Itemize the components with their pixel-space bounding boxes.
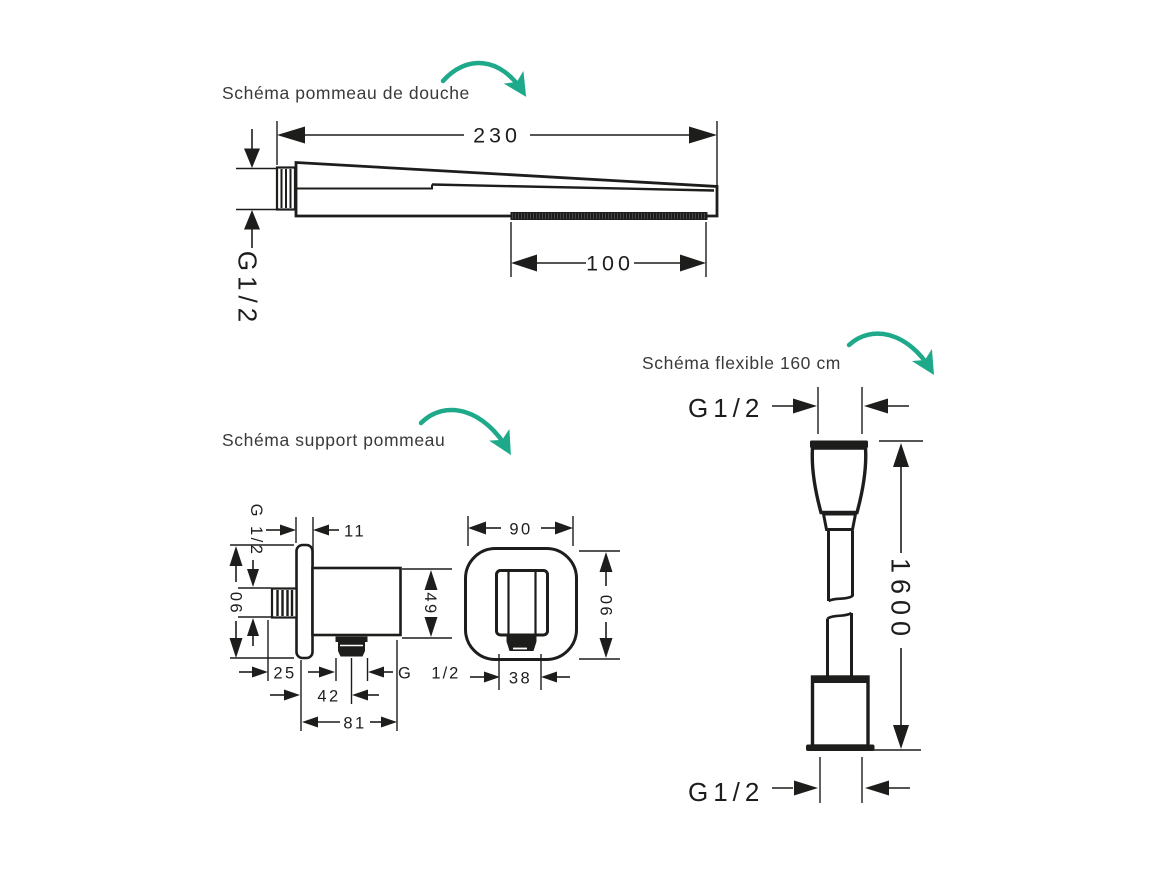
holder-title: Schéma support pommeau — [222, 430, 445, 450]
holder-side-view — [270, 543, 402, 704]
dim-100: 100 — [510, 222, 707, 277]
dim-38: 38 — [470, 654, 570, 690]
hose-tube-lower — [826, 611, 853, 677]
dim-hose-thread-top: G1/2 — [688, 387, 909, 434]
head-inner-edge — [431, 183, 715, 192]
dim-81: 81 — [302, 715, 397, 733]
dim-90-left-label: 90 — [228, 589, 246, 612]
hose-break-edge — [827, 594, 854, 603]
handle-parting-line — [296, 184, 433, 190]
inlet-thread-hatching — [276, 590, 294, 616]
dim-42: 42 — [270, 688, 379, 706]
section-shower-head: Schéma pommeau de douche 230 — [222, 60, 719, 327]
dim-11-label: 11 — [344, 523, 366, 541]
hose-title: Schéma flexible 160 cm — [642, 353, 841, 373]
dim-1600-label: 1600 — [886, 558, 916, 642]
holder-bracket — [495, 569, 549, 637]
hose-thread-bottom-label: G1/2 — [688, 777, 764, 807]
holder-thread-out-label: G 1/2 — [398, 665, 460, 683]
hose-thread-top-label: G1/2 — [688, 393, 764, 423]
dim-81-label: 81 — [343, 715, 366, 733]
dim-90-width-label: 90 — [509, 521, 532, 539]
section-holder: Schéma support pommeau 11 G 1/2 — [222, 407, 620, 733]
dim-25: 25 — [239, 665, 296, 683]
hose-drawing — [806, 440, 875, 751]
holder-body — [311, 566, 402, 637]
dim-100-label: 100 — [586, 252, 634, 276]
shower-head-title: Schéma pommeau de douche — [222, 83, 470, 103]
holder-thread-wall-label: G 1/2 — [247, 504, 265, 557]
holder-front-view — [464, 547, 578, 661]
dim-49-label: 49 — [421, 592, 439, 615]
dim-outlet-thread: G 1/2 — [308, 665, 460, 683]
dim-hose-thread-bottom: G1/2 — [688, 757, 910, 807]
curved-arrow-icon — [418, 407, 511, 456]
dim-38-label: 38 — [509, 670, 532, 688]
dim-90-side: 90 — [228, 544, 294, 659]
shower-head-profile — [275, 161, 719, 220]
hose-conical-nut — [810, 446, 868, 515]
dim-holder-wall-thread: G 1/2 — [238, 504, 271, 646]
thread-hatching — [280, 169, 292, 208]
dim-bottom-group: 25 G 1/2 42 81 — [239, 620, 460, 733]
dim-49: 49 — [402, 568, 452, 639]
curved-arrow-icon — [846, 331, 935, 376]
dim-25-label: 25 — [273, 665, 296, 683]
outlet-thread — [335, 636, 368, 657]
dim-1600: 1600 — [873, 440, 923, 751]
section-hose: Schéma flexible 160 cm G1/2 — [642, 331, 935, 807]
bracket-channel-lines — [507, 572, 537, 635]
head-thread-g12-label: G1/2 — [232, 251, 262, 327]
dim-90-width: 90 — [467, 516, 574, 546]
dim-230: 230 — [276, 121, 718, 186]
curved-arrow-icon — [440, 60, 527, 97]
hose-nut-bottom — [806, 675, 875, 751]
wall-plate — [295, 543, 314, 660]
dim-90-height-label: 90 — [598, 592, 616, 615]
hose-collar — [821, 512, 858, 531]
dim-head-thread: G1/2 — [232, 129, 278, 327]
spray-face — [510, 212, 708, 220]
dim-42-label: 42 — [317, 688, 340, 706]
head-body-outline — [294, 161, 719, 218]
hose-break-edge — [826, 611, 853, 620]
bracket-knob — [506, 635, 537, 651]
hose-tube-upper — [827, 531, 854, 603]
dim-230-label: 230 — [473, 124, 521, 148]
hose-conical-nut-flange — [810, 440, 868, 448]
dim-11: 11 — [266, 517, 366, 566]
dim-90-height: 90 — [579, 550, 620, 660]
